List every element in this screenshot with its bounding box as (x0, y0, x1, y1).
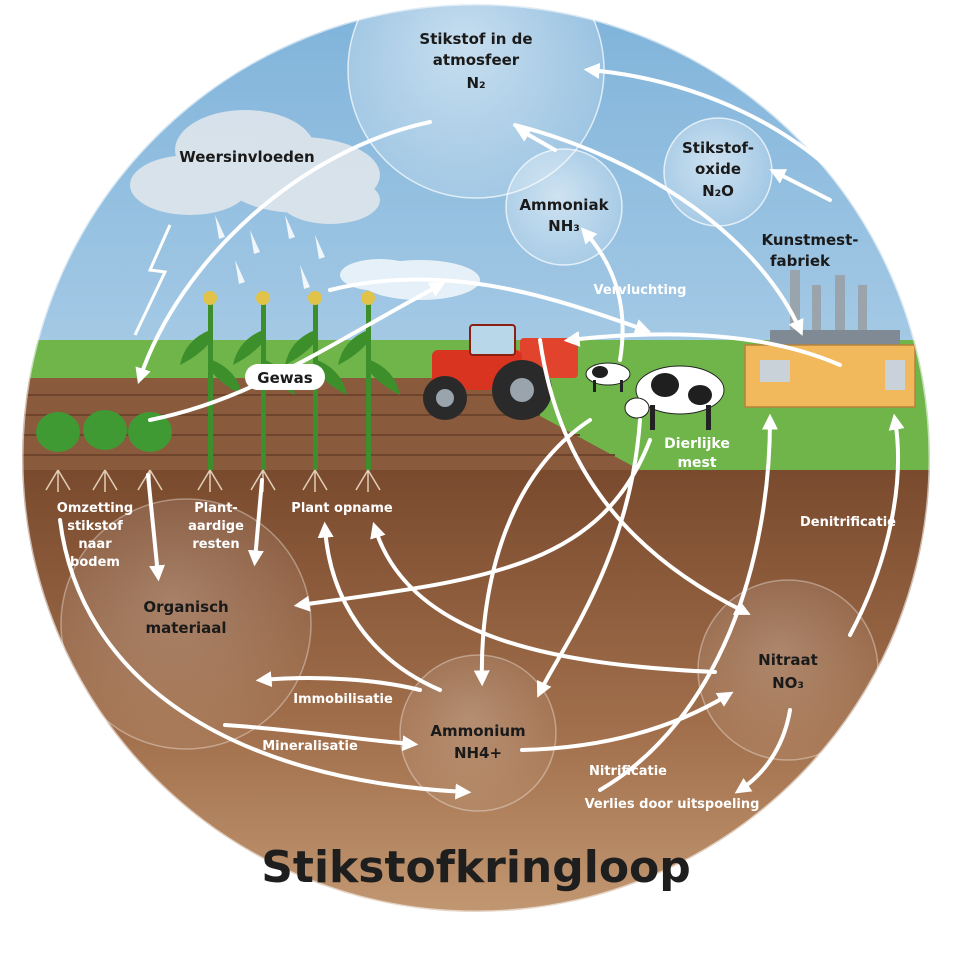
corn-tassels (203, 291, 375, 305)
spinach-plants (36, 410, 172, 452)
nitraat-bubble (697, 579, 879, 761)
arrow-ammonium-to-plant (317, 521, 442, 692)
ammoniak-formula: NH₃ (548, 217, 580, 235)
lightning (133, 224, 172, 336)
arrow-denitrificatie (848, 413, 905, 637)
organisch-label-line1: Organisch (143, 598, 228, 616)
plantaardig-label-line3: resten (192, 537, 239, 552)
stikstofoxide-label-line2: oxide (695, 160, 741, 178)
organisch-label-line2: materiaal (145, 619, 226, 637)
arrow-nitraat-up (598, 413, 778, 792)
stikstofoxide-formula: N₂O (702, 182, 734, 200)
fertilizer-factory (744, 270, 916, 408)
ammoniak-label: Ammoniak (519, 196, 609, 214)
tractor (423, 324, 578, 420)
nitraat-formula: NO₃ (772, 674, 804, 692)
arrow-to-stikstofoxide (769, 169, 832, 202)
arrow-mest-to-organisch (293, 438, 652, 612)
rain-drops (215, 215, 325, 289)
arrow-factory-to-atmosphere (583, 62, 857, 197)
arrow-nitraat-to-plant (370, 521, 717, 674)
denitrificatie-label: Denitrificatie (800, 515, 896, 530)
atmosphere-label-line2: atmosfeer (433, 51, 520, 69)
arrow-vervluchting (580, 227, 625, 362)
omzetting-label-line1: Omzetting (57, 501, 133, 516)
stikstofoxide-label-line1: Stikstof- (682, 139, 754, 157)
omzetting-label-line2: stikstof (67, 519, 123, 534)
plant-opname-label: Plant opname (291, 501, 393, 516)
plantaardig-label-line1: Plant- (194, 501, 238, 516)
arrow-tractor-to-ammonium (473, 418, 592, 687)
arrow-uitspoeling (734, 708, 792, 794)
arrow-atmosphere-to-field (135, 120, 432, 385)
ammonium-formula: NH4+ (454, 744, 502, 762)
arrow-factory-to-tractor (563, 330, 842, 367)
omzetting-label-line4: bodem (70, 555, 120, 570)
vervluchting-label: Vervluchting (594, 283, 687, 298)
arrow-tractor-to-nitraat (538, 338, 751, 615)
arrow-resten-to-organisch (247, 478, 264, 567)
ammonium-label: Ammonium (430, 722, 525, 740)
atmosphere-label-line1: Stikstof in de (419, 30, 532, 48)
ammonium-bubble (399, 654, 557, 812)
kunstmest-label-line2: fabriek (770, 252, 831, 270)
arrow-ammoniak-to-atmosphere (514, 126, 557, 152)
kunstmest-label-line1: Kunstmest- (762, 231, 859, 249)
immobilisatie-label: Immobilisatie (293, 692, 393, 707)
plant-roots (45, 469, 381, 492)
outer-rim (20, 2, 932, 914)
mineralisatie-label: Mineralisatie (262, 739, 358, 754)
arrow-crops-to-ammoniak (328, 277, 652, 335)
plantaardig-label-line2: aardige (188, 519, 244, 534)
nitraat-label: Nitraat (758, 651, 818, 669)
arrow-atmosphere-to-factory (513, 123, 804, 336)
arrow-mest-to-ammonium (536, 418, 642, 698)
atmosphere-formula: N₂ (466, 74, 485, 92)
weersinvloeden-label: Weersinvloeden (179, 148, 315, 166)
arrow-immobilisatie (255, 671, 422, 692)
nitrificatie-label: Nitrificatie (589, 764, 667, 779)
dierlijke-mest-label-line2: mest (677, 455, 716, 471)
cow-small (585, 362, 631, 392)
gewas-label: Gewas (257, 369, 312, 387)
arrow-mineralisatie (223, 723, 419, 752)
arrow-outer-loop (58, 518, 472, 800)
diagram-title: Stikstofkringloop (261, 842, 691, 893)
uitspoeling-label: Verlies door uitspoeling (585, 797, 760, 812)
dierlijke-mest-label-line1: Dierlijke (664, 436, 730, 452)
arrow-nitrificatie (520, 691, 734, 752)
cow-large (624, 365, 725, 430)
gewas-pill (245, 364, 325, 390)
arrow-omzetting-to-organisch (146, 473, 166, 582)
omzetting-label-line3: naar (78, 537, 112, 552)
